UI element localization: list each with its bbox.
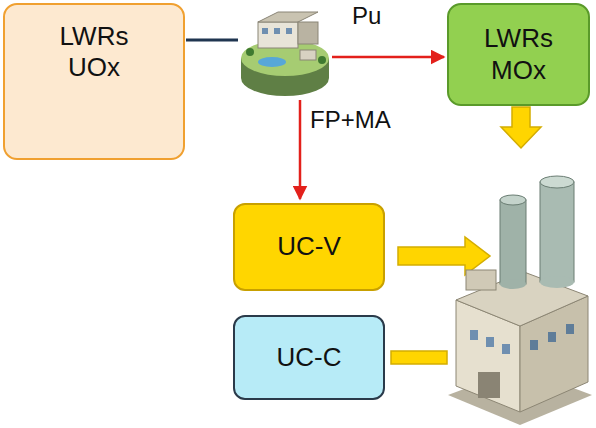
waste-box: UC-C [233, 315, 385, 400]
flow-arrow [299, 100, 302, 199]
reactor-box: LWRs UOx [3, 3, 185, 160]
block-arrow [398, 237, 490, 275]
flow-arrow [332, 56, 444, 59]
flow-label: Pu [352, 2, 381, 31]
facility-icon [448, 176, 592, 425]
plant-icon [241, 12, 329, 96]
block-arrow [501, 107, 541, 148]
waste-box: UC-V [233, 203, 385, 291]
flow-label: FP+MA [310, 106, 391, 135]
box-text: LWRs UOx [60, 21, 129, 83]
block-bar [391, 351, 447, 364]
reactor-box: LWRs MOx [447, 3, 590, 106]
box-text: UC-V [277, 231, 341, 262]
box-text: LWRs MOx [484, 23, 553, 85]
box-text: UC-C [277, 342, 342, 373]
link-line [186, 39, 238, 42]
